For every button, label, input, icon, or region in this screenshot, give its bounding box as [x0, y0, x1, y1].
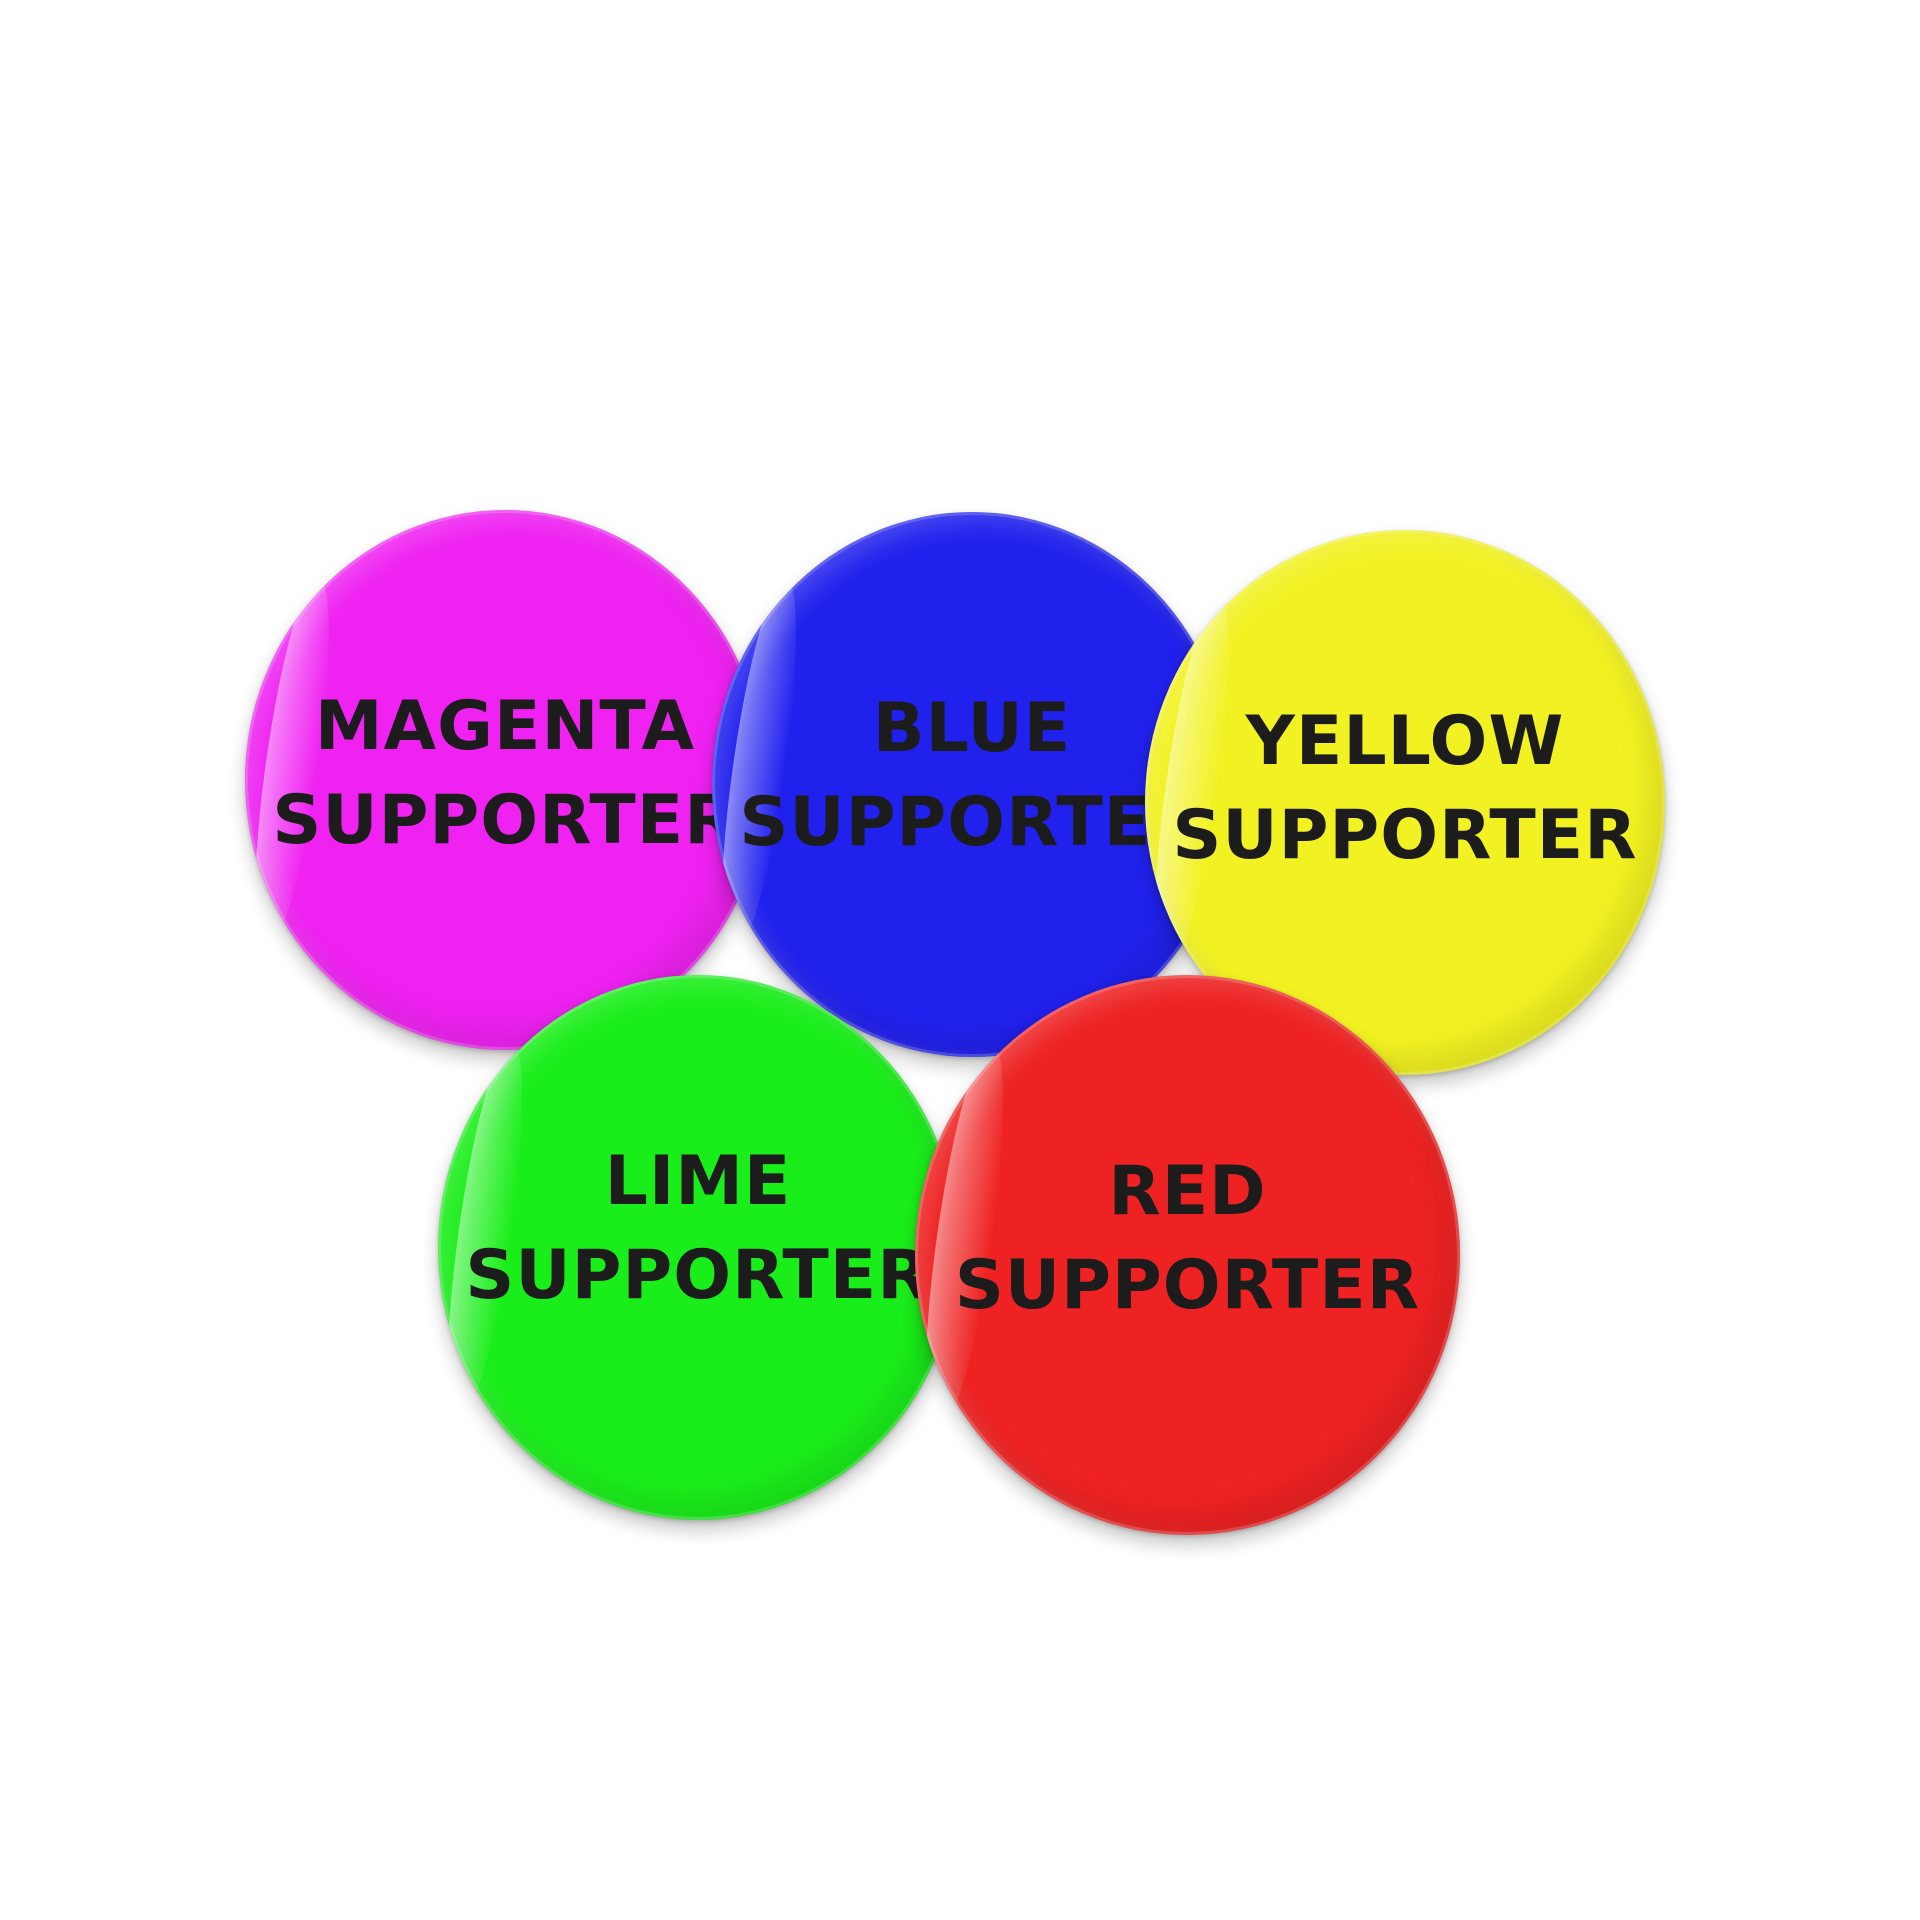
- pin-label: MAGENTA SUPPORTER: [245, 680, 765, 868]
- pin-label-line2: SUPPORTER: [739, 783, 1205, 862]
- pin-label-line2: SUPPORTER: [272, 781, 738, 860]
- pin-label: YELLOW SUPPORTER: [1145, 695, 1665, 883]
- pin-label-line1: BLUE: [872, 689, 1072, 768]
- pin-label-line2: SUPPORTER: [465, 1236, 931, 1315]
- pin-label-line1: RED: [1108, 1152, 1267, 1231]
- red-pin-button: RED SUPPORTER: [915, 975, 1460, 1535]
- pin-label-line2: SUPPORTER: [1172, 796, 1638, 875]
- pin-label-line1: LIME: [604, 1142, 792, 1221]
- lime-pin-button: LIME SUPPORTER: [438, 975, 958, 1520]
- pin-label: LIME SUPPORTER: [438, 1135, 958, 1323]
- magenta-pin-button: MAGENTA SUPPORTER: [245, 510, 765, 1050]
- pin-label: BLUE SUPPORTER: [712, 682, 1232, 870]
- pin-label-line1: YELLOW: [1245, 702, 1565, 781]
- pin-label-line1: MAGENTA: [314, 687, 696, 766]
- pin-label: RED SUPPORTER: [915, 1145, 1460, 1333]
- pin-label-line2: SUPPORTER: [954, 1246, 1421, 1325]
